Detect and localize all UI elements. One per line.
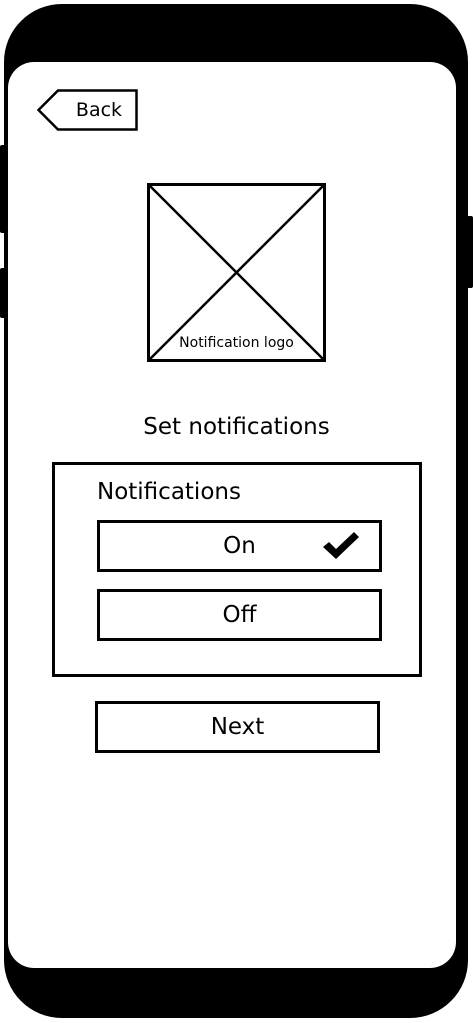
power-side-button xyxy=(467,216,473,288)
notification-logo-label: Notification logo xyxy=(179,335,294,351)
checkmark-icon xyxy=(323,532,359,559)
off-option-label: Off xyxy=(222,602,257,628)
notifications-on-option[interactable]: On xyxy=(97,520,382,572)
back-button[interactable]: Back xyxy=(37,89,138,131)
back-button-label: Back xyxy=(75,99,123,121)
notifications-off-option[interactable]: Off xyxy=(97,589,382,641)
next-button-label: Next xyxy=(210,714,265,740)
page-title: Set notifications xyxy=(143,414,330,440)
notifications-panel: Notifications On Off xyxy=(52,462,422,677)
next-button[interactable]: Next xyxy=(95,701,380,753)
notifications-label: Notifications xyxy=(97,479,241,505)
notification-logo: Notification logo xyxy=(147,183,326,362)
volume-down-side-button xyxy=(0,268,6,318)
on-option-label: On xyxy=(223,533,256,559)
volume-up-side-button xyxy=(0,145,6,233)
back-arrow-icon xyxy=(37,89,138,131)
image-placeholder-icon xyxy=(147,183,326,362)
